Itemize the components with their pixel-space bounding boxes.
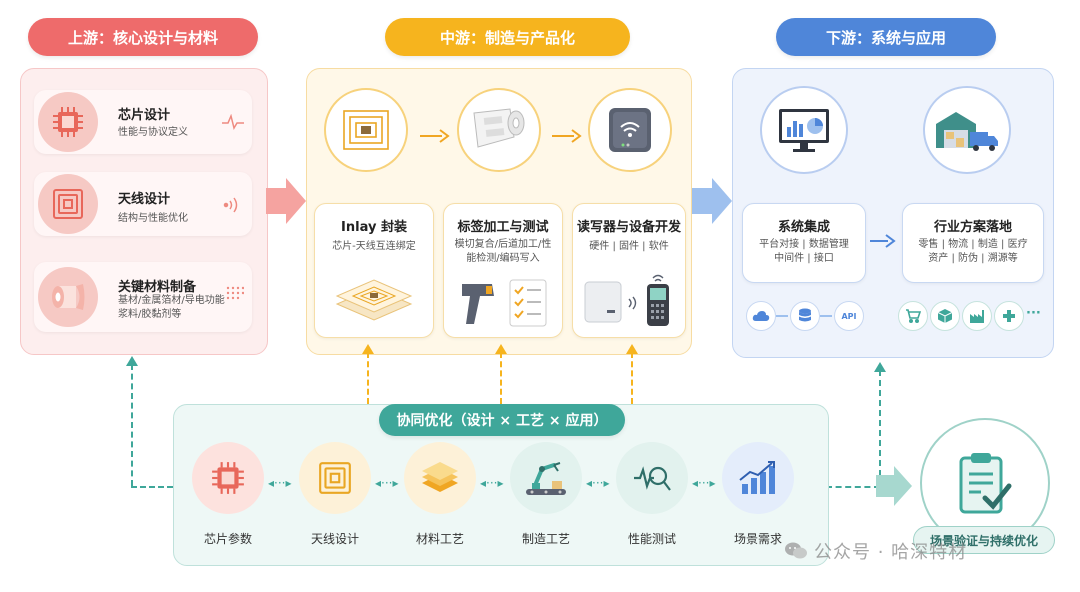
connector-line <box>131 364 133 486</box>
synergy-item-label: 天线设计 <box>310 532 359 546</box>
synergy-header: 协同优化（设计 × 工艺 × 应用） <box>379 404 625 436</box>
more-icon: ··· <box>1026 306 1041 321</box>
material-roll-icon <box>38 267 98 327</box>
signal-waves-icon <box>223 197 238 213</box>
upstream-item-title: 芯片设计 <box>118 108 171 123</box>
chip-param-icon <box>192 442 264 514</box>
wechat-icon <box>785 542 807 559</box>
dots-grid-icon <box>226 286 244 300</box>
dashboard-monitor-icon <box>760 86 848 174</box>
down-card-title: 系统集成 <box>777 220 830 235</box>
synergy-item-label: 芯片参数 <box>203 532 252 546</box>
api-icon: API <box>834 301 864 331</box>
arrow-right-icon <box>552 129 582 143</box>
inlay-icon <box>324 88 408 172</box>
upstream-item-title: 关键材料制备 <box>118 280 197 295</box>
mid-card-title: Inlay 封装 <box>341 220 407 235</box>
connector-line <box>826 486 880 488</box>
down-card-title: 行业方案落地 <box>933 220 1012 235</box>
flow-arrow-icon <box>266 178 306 224</box>
arrow-up-icon <box>362 344 374 354</box>
upstream-item-title: 天线设计 <box>118 192 171 207</box>
feedback-label: 场景验证与持续优化 <box>913 526 1055 554</box>
barcode-scanner-icon <box>462 284 494 324</box>
synergy-item-label: 场景需求 <box>733 532 782 546</box>
warehouse-truck-icon <box>923 86 1011 174</box>
double-arrow-icon: ◂···▸ <box>692 476 716 490</box>
antenna-design-icon <box>299 442 371 514</box>
double-arrow-icon: ◂···▸ <box>375 476 399 490</box>
inlay-layers-icon <box>335 279 413 321</box>
clipboard-check-icon <box>959 453 1012 514</box>
api-label: API <box>841 311 857 321</box>
connector-line <box>131 486 173 488</box>
upstream-item-chip: 芯片设计 性能与协议定义 <box>34 90 252 154</box>
upstream-header: 上游：核心设计与材料 <box>28 18 258 56</box>
mid-card-title: 标签加工与测试 <box>457 220 549 235</box>
flow-arrow-icon <box>692 178 732 224</box>
pulse-icon <box>222 114 244 130</box>
mid-card-desc: 模切复合/后道加工/性能检测/编码写入 <box>454 239 552 264</box>
reader-panel-icon <box>584 281 622 323</box>
arrow-up-icon <box>126 356 138 366</box>
mid-card-inlay: Inlay 封装 芯片-天线互连绑定 <box>314 203 434 338</box>
handheld-terminal-icon <box>647 274 669 326</box>
upstream-item-antenna: 天线设计 结构与性能优化 <box>34 172 252 236</box>
material-layers-icon <box>404 442 476 514</box>
upstream-item-desc: 结构与性能优化 <box>118 213 188 224</box>
down-card-desc: 平台对接 | 数据管理 中间件 | 接口 <box>759 239 849 264</box>
midstream-header: 中游：制造与产品化 <box>385 18 630 56</box>
down-card-desc: 零售 | 物流 | 制造 | 医疗 资产 | 防伪 | 溯源等 <box>918 239 1028 264</box>
arrow-up-icon <box>495 344 507 354</box>
mid-card-label: 标签加工与测试 模切复合/后道加工/性能检测/编码写入 <box>443 203 563 338</box>
chip-icon <box>38 92 98 152</box>
down-card-integration: 系统集成 平台对接 | 数据管理 中间件 | 接口 <box>742 203 866 283</box>
database-icon <box>790 301 820 331</box>
upstream-item-material: 关键材料制备 基材/金属箔材/导电功能浆料/胶黏剂等 <box>34 262 252 332</box>
connector-line <box>500 352 502 404</box>
shopping-cart-icon <box>898 301 928 331</box>
robot-arm-icon <box>510 442 582 514</box>
mid-card-title: 读写器与设备开发 <box>576 220 681 235</box>
growth-chart-icon <box>722 442 794 514</box>
label-roll-icon <box>457 88 541 172</box>
synergy-item-label: 性能测试 <box>627 532 676 546</box>
medical-cross-icon <box>994 301 1024 331</box>
watermark-text: 公众号 · 哈深特材 <box>814 542 968 563</box>
double-arrow-icon: ◂···▸ <box>480 476 504 490</box>
arrow-up-icon <box>874 362 886 372</box>
downstream-header: 下游：系统与应用 <box>776 18 996 56</box>
signal-waves-icon <box>628 296 637 310</box>
connector-line <box>776 315 788 317</box>
cloud-icon <box>746 301 776 331</box>
double-arrow-icon: ◂···▸ <box>268 476 292 490</box>
down-card-industry: 行业方案落地 零售 | 物流 | 制造 | 医疗 资产 | 防伪 | 溯源等 <box>902 203 1044 283</box>
synergy-item-label: 制造工艺 <box>521 532 570 546</box>
arrow-right-icon <box>420 129 450 143</box>
mid-card-desc: 硬件 | 固件 | 软件 <box>589 241 669 252</box>
upstream-item-desc: 基材/金属箔材/导电功能浆料/胶黏剂等 <box>118 295 225 320</box>
connector-line <box>820 315 832 317</box>
synergy-item-label: 材料工艺 <box>415 532 464 546</box>
performance-test-icon <box>616 442 688 514</box>
connector-line <box>879 370 881 486</box>
connector-line <box>367 352 369 404</box>
flow-arrow-icon <box>876 466 912 506</box>
arrow-up-icon <box>626 344 638 354</box>
watermark: 公众号 · 哈深特材 <box>784 538 967 564</box>
mid-card-reader: 读写器与设备开发 硬件 | 固件 | 软件 <box>572 203 686 338</box>
package-icon <box>930 301 960 331</box>
double-arrow-icon: ◂···▸ <box>586 476 610 490</box>
antenna-coil-icon <box>38 174 98 234</box>
reader-device-icon <box>588 88 672 172</box>
checklist-icon <box>509 279 547 327</box>
factory-icon <box>962 301 992 331</box>
mid-card-desc: 芯片-天线互连绑定 <box>332 241 416 252</box>
arrow-right-icon <box>870 234 896 248</box>
connector-line <box>631 352 633 404</box>
upstream-item-desc: 性能与协议定义 <box>118 127 188 138</box>
